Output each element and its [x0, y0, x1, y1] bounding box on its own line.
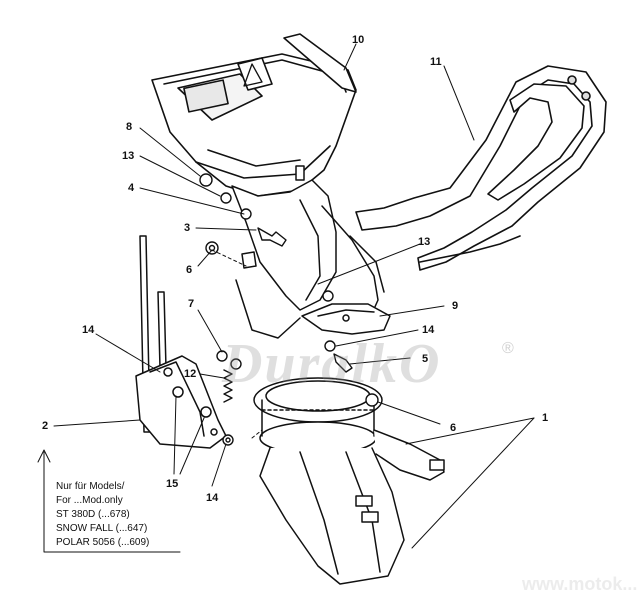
callout-6-lower: 6 [450, 422, 457, 434]
bolt-5 [333, 353, 353, 373]
registered-mark: ® [502, 340, 514, 357]
hardware-parts [199, 173, 379, 446]
side-bracket [135, 235, 227, 449]
callout-3: 3 [184, 222, 191, 234]
model-note-line-4: SNOW FALL (...647) [56, 523, 148, 534]
callout-13-lower: 13 [418, 236, 431, 248]
callout-13-upper: 13 [122, 150, 135, 162]
callout-8: 8 [126, 121, 133, 133]
callout-2: 2 [42, 420, 49, 432]
nut-8 [199, 173, 213, 187]
callout-12: 12 [184, 368, 197, 380]
callout-9: 9 [452, 300, 459, 312]
callout-11: 11 [430, 56, 442, 68]
callout-4: 4 [128, 182, 135, 194]
model-note-line-5: POLAR 5056 (...609) [56, 537, 150, 548]
callout-7: 7 [188, 298, 195, 310]
model-note-line-2: For ...Mod.only [56, 495, 123, 506]
model-note-line-1: Nur für Models/ [56, 481, 125, 492]
chute-tower [231, 165, 385, 339]
washer-13 [220, 192, 232, 204]
spring-12 [223, 369, 233, 403]
deflector-base [253, 377, 445, 585]
washer-13-lower [322, 290, 334, 302]
callout-10: 10 [352, 34, 365, 46]
callout-14-mid: 14 [422, 324, 435, 336]
callout-1: 1 [542, 412, 549, 424]
callout-14-lower: 14 [206, 492, 219, 504]
corner-watermark: www.motok... [522, 574, 638, 594]
callout-15: 15 [166, 478, 179, 490]
brand-watermark: DuralkO [222, 333, 442, 395]
model-note-line-3: ST 380D (...678) [56, 509, 130, 520]
callout-6-upper: 6 [186, 264, 193, 276]
control-console [151, 33, 357, 197]
callout-14-left: 14 [82, 324, 95, 336]
nut-4 [240, 208, 252, 220]
washer-6-lower [365, 393, 379, 407]
bolt-3 [257, 227, 287, 247]
model-note-bracket [37, 449, 181, 553]
washer-14-mid [324, 340, 336, 352]
chute-bracket [301, 303, 391, 335]
callout-5: 5 [422, 353, 429, 365]
washer-7b [230, 358, 242, 370]
leader-lines [53, 43, 535, 549]
control-handle [355, 65, 607, 271]
